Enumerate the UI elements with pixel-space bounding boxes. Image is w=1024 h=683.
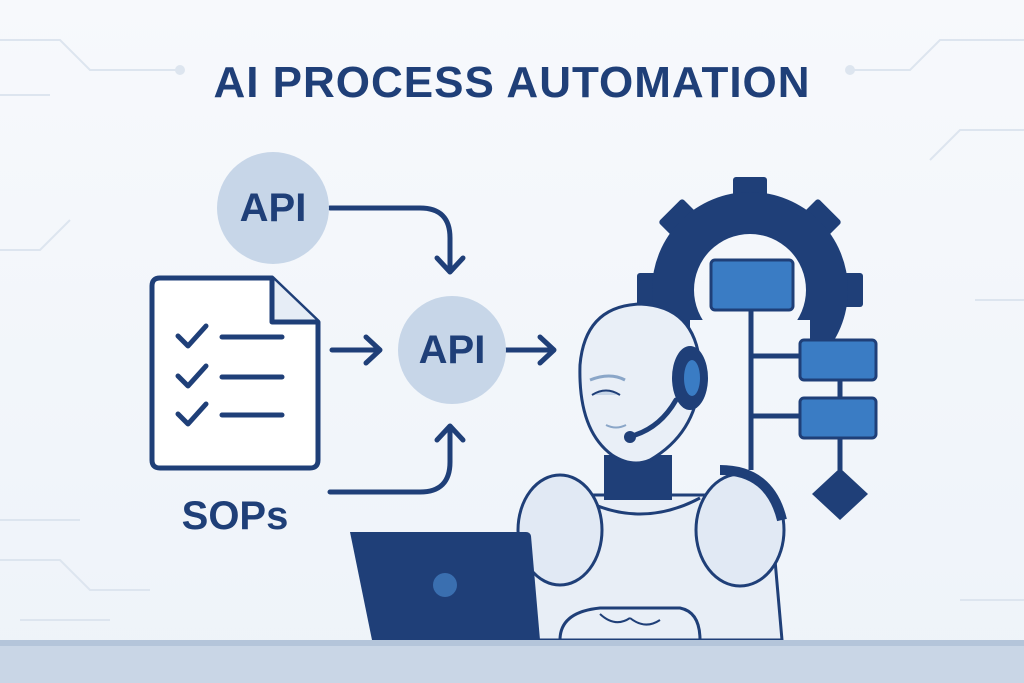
sop-document-icon	[149, 275, 321, 471]
gear-flowchart-icon	[637, 177, 878, 520]
api-center-circle	[398, 296, 506, 404]
sops-label: SOPs	[181, 494, 289, 538]
robot-illustration	[516, 302, 787, 642]
page-title: AI PROCESS AUTOMATION	[213, 58, 811, 107]
checkmark-icon	[175, 401, 209, 427]
api-top-circle	[217, 152, 329, 264]
checkmark-icon	[175, 363, 209, 389]
laptop-icon	[350, 532, 540, 640]
api-top-label: API	[239, 186, 307, 230]
api-center-label: API	[418, 328, 486, 372]
checkmark-icon	[175, 323, 209, 349]
desk	[0, 640, 1024, 683]
flow-arrows	[327, 205, 557, 495]
circuit-background	[0, 39, 1024, 621]
arrow-top-api-to-center	[327, 205, 453, 273]
arrow-sops-to-center	[327, 425, 453, 495]
